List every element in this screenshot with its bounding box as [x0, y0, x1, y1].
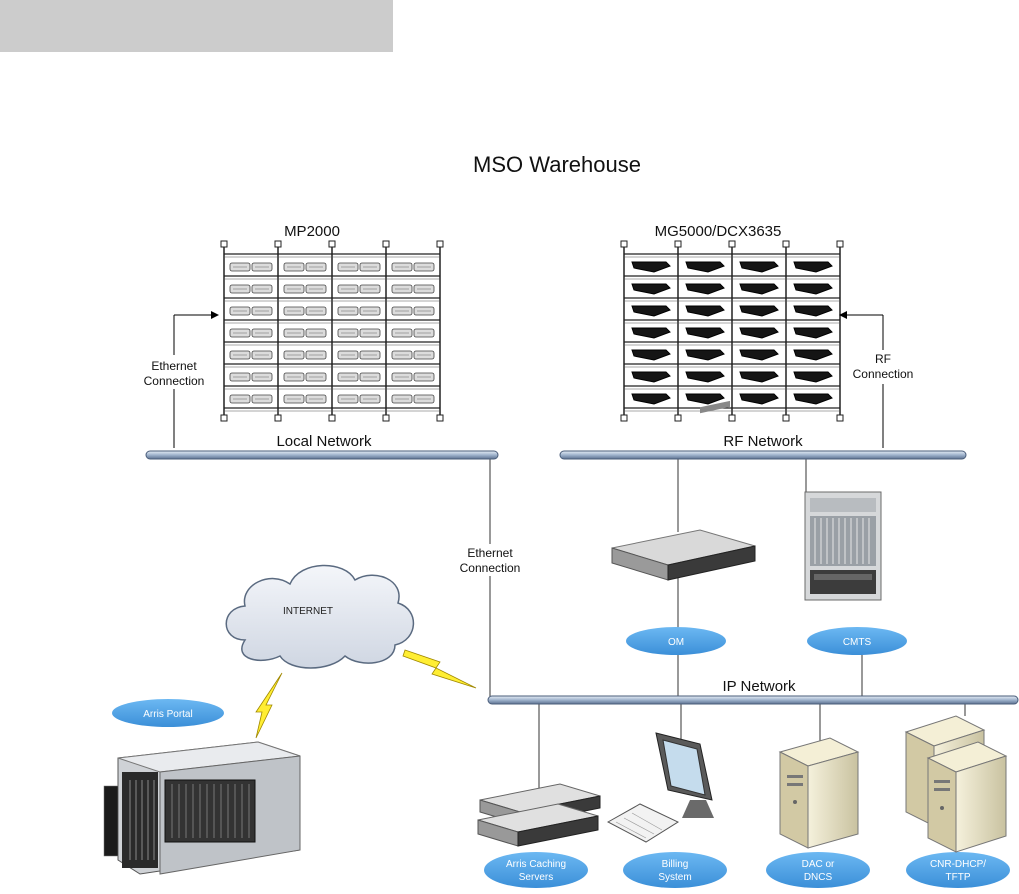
ethernet-connection-left: Ethernet Connection	[136, 315, 218, 448]
set-top-box	[794, 328, 832, 338]
set-top-box	[740, 372, 778, 382]
dac-line2: DNCS	[804, 872, 833, 883]
dac-oval: DAC or DNCS	[766, 852, 870, 888]
rf-connection: RF Connection	[840, 315, 914, 448]
dac-tower-icon	[780, 738, 858, 848]
connector-lines	[490, 455, 965, 792]
om-oval: OM	[626, 627, 726, 655]
set-top-box	[686, 328, 724, 338]
caching-oval: Arris Caching Servers	[484, 852, 588, 888]
billing-oval: Billing System	[623, 852, 727, 888]
local-network-label: Local Network	[276, 433, 372, 450]
internet-label: INTERNET	[283, 606, 333, 617]
set-top-box	[632, 262, 670, 272]
cmts-label: CMTS	[843, 637, 872, 648]
set-top-box	[794, 394, 832, 404]
billing-workstation-icon	[608, 733, 714, 842]
set-top-box	[740, 394, 778, 404]
set-top-box	[632, 306, 670, 316]
set-top-box	[686, 262, 724, 272]
cnr-line1: CNR-DHCP/	[930, 859, 986, 870]
set-top-box	[686, 372, 724, 382]
billing-line1: Billing	[662, 859, 689, 870]
blade-server-icon	[104, 742, 300, 874]
cmts-icon	[805, 492, 881, 600]
set-top-box	[686, 306, 724, 316]
set-top-box	[740, 350, 778, 360]
set-top-box	[632, 284, 670, 294]
ethernet-center-line1: Ethernet	[467, 546, 513, 560]
cnr-line2: TFTP	[946, 872, 971, 883]
ethernet-center-line2: Connection	[460, 561, 521, 575]
om-label: OM	[668, 637, 684, 648]
rack-mg5000	[621, 241, 843, 421]
lightning-icon-2	[256, 673, 282, 738]
set-top-box	[794, 284, 832, 294]
arris-portal-label: Arris Portal	[143, 709, 192, 720]
set-top-box	[632, 394, 670, 404]
set-top-box	[632, 372, 670, 382]
set-top-box	[794, 350, 832, 360]
set-top-box	[794, 372, 832, 382]
set-top-box	[794, 306, 832, 316]
local-network-bus	[146, 451, 498, 459]
rf-line2: Connection	[853, 367, 914, 381]
cnr-oval: CNR-DHCP/ TFTP	[906, 852, 1010, 888]
om-server-icon	[612, 401, 755, 580]
ethernet-connection-center: Ethernet Connection	[455, 544, 527, 576]
set-top-box	[740, 306, 778, 316]
ethernet-left-line1: Ethernet	[151, 359, 197, 373]
ethernet-left-line2: Connection	[144, 374, 205, 388]
set-top-box	[740, 262, 778, 272]
caching-line2: Servers	[519, 872, 553, 883]
arris-portal-oval: Arris Portal	[112, 699, 224, 727]
set-top-box	[740, 284, 778, 294]
set-top-box	[740, 328, 778, 338]
internet-cloud-icon: INTERNET	[226, 565, 413, 668]
diagram-title: MSO Warehouse	[473, 152, 641, 177]
billing-line2: System	[658, 872, 691, 883]
set-top-box	[794, 262, 832, 272]
caching-line1: Arris Caching	[506, 859, 566, 870]
caching-servers-icon	[478, 784, 600, 846]
set-top-box	[632, 350, 670, 360]
rf-line1: RF	[875, 352, 891, 366]
set-top-box	[686, 350, 724, 360]
ip-network-bus	[488, 696, 1018, 704]
rack-label-mp2000: MP2000	[284, 223, 340, 240]
lightning-icon	[403, 650, 476, 688]
rf-network-label: RF Network	[723, 433, 803, 450]
rf-network-bus	[560, 451, 966, 459]
set-top-box	[686, 394, 724, 404]
rack-mp2000	[221, 241, 443, 421]
set-top-box	[686, 284, 724, 294]
ip-network-label: IP Network	[722, 678, 796, 695]
dac-line1: DAC or	[802, 859, 835, 870]
cmts-oval: CMTS	[807, 627, 907, 655]
rack-label-mg5000: MG5000/DCX3635	[655, 223, 782, 240]
header-box	[0, 0, 393, 52]
cnr-towers-icon	[906, 716, 1006, 852]
set-top-box	[632, 328, 670, 338]
